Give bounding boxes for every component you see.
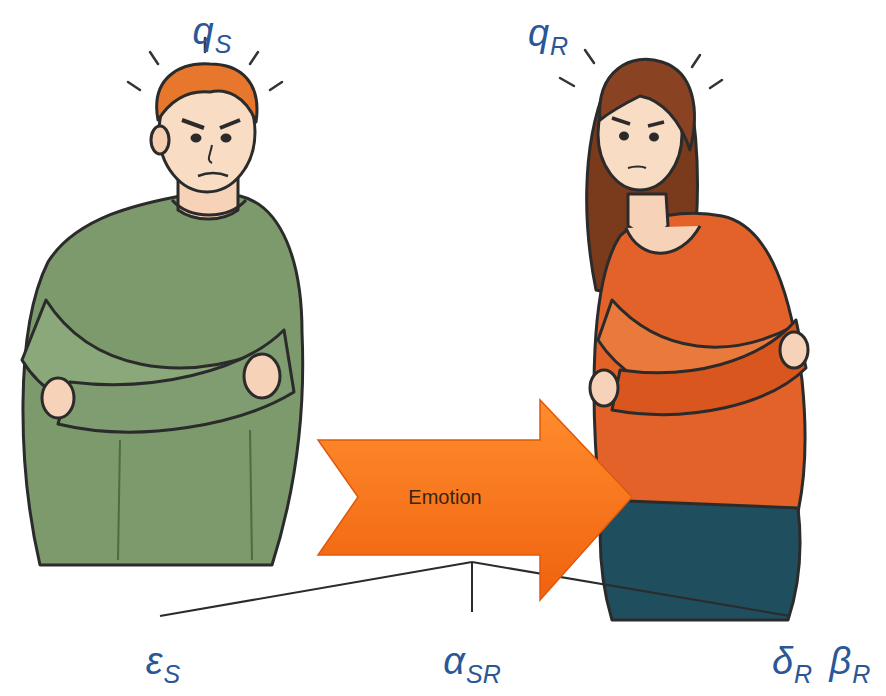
man-figure: [22, 64, 303, 565]
parameter-label: δR: [772, 660, 812, 688]
leader-lines: [160, 562, 790, 616]
arrow-outline: [318, 400, 632, 600]
parameter-label: αSR: [443, 660, 500, 688]
parameter-label: βR: [830, 660, 871, 688]
quality-label: qR: [528, 32, 568, 60]
emotion-arrow: Emotion: [318, 400, 632, 600]
parameter-label: εS: [146, 660, 180, 688]
arrow-label: Emotion: [408, 486, 481, 509]
quality-label: qS: [193, 30, 232, 58]
woman-figure: [587, 59, 808, 620]
